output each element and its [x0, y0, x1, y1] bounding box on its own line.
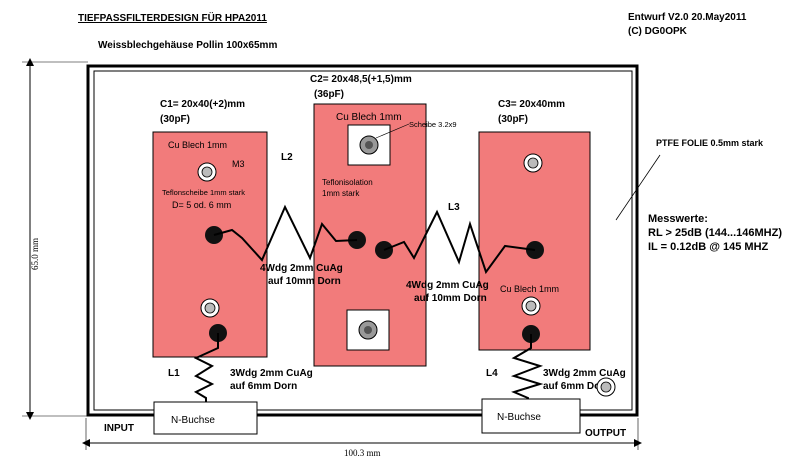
- c3-title: C3= 20x40mm: [498, 99, 565, 110]
- c2-title: C2= 20x48,5(+1,5)mm: [310, 74, 412, 85]
- output-label: OUTPUT: [585, 428, 626, 439]
- coil-l2-spec2: auf 10mm Dorn: [268, 276, 341, 287]
- coil-l2: [213, 204, 358, 262]
- input-label: INPUT: [104, 423, 134, 434]
- measurements-title: Messwerte:: [648, 213, 708, 225]
- c1-washer-note: Teflonscheibe 1mm stark: [162, 188, 245, 197]
- coil-l3-spec1: 4Wdg 2mm CuAg: [406, 280, 489, 291]
- output-connector: [481, 398, 581, 434]
- c1-washer-dimension: D= 5 od. 6 mm: [172, 200, 231, 210]
- coil-l4-spec2: auf 6mm Dorn: [543, 381, 610, 392]
- version-text: Entwurf V2.0 20.May2011: [628, 12, 747, 23]
- coil-l3: [383, 209, 536, 275]
- coil-l4: [510, 334, 544, 402]
- coil-l2-name: L2: [281, 152, 293, 163]
- c2-insulation-1: Teflonisolation: [322, 178, 373, 187]
- width-dimension-label: 100.3 mm: [344, 448, 381, 458]
- coil-l3-name: L3: [448, 202, 460, 213]
- c3-capacitance: (30pF): [498, 114, 528, 125]
- output-connector-label: N-Buchse: [497, 412, 541, 423]
- ptfe-note: PTFE FOLIE 0.5mm stark: [656, 138, 764, 148]
- coil-l1-name: L1: [168, 368, 180, 379]
- diagram-title: TIEFPASSFILTERDESIGN FÜR HPA2011: [78, 11, 267, 24]
- coil-l4-name: L4: [486, 368, 498, 379]
- input-connector: [153, 401, 258, 435]
- c2-insulation-2: 1mm stark: [322, 189, 360, 198]
- coil-l3-spec2: auf 10mm Dorn: [414, 293, 487, 304]
- coil-l1-spec1: 3Wdg 2mm CuAg: [230, 368, 313, 379]
- measurement-il: IL = 0.12dB @ 145 MHZ: [648, 241, 769, 253]
- c2-washer-label: Scheibe 3.2x9: [409, 120, 457, 129]
- coil-l1: [193, 333, 219, 402]
- height-dimension-label: 65.0 mm: [30, 238, 40, 270]
- c1-capacitance: (30pF): [160, 114, 190, 125]
- coil-l4-spec1: 3Wdg 2mm CuAg: [543, 368, 626, 379]
- housing-outer: [86, 64, 639, 417]
- c1-material: Cu Blech 1mm: [168, 140, 227, 150]
- measurement-rl: RL > 25dB (144...146MHZ): [648, 227, 782, 239]
- c1-title: C1= 20x40(+2)mm: [160, 99, 245, 110]
- c2-material: Cu Blech 1mm: [336, 112, 402, 123]
- input-connector-label: N-Buchse: [171, 415, 215, 426]
- ptfe-pointer: [615, 154, 661, 221]
- coil-l1-spec2: auf 6mm Dorn: [230, 381, 297, 392]
- housing-subtitle: Weissblechgehäuse Pollin 100x65mm: [98, 40, 277, 51]
- housing-inner: [93, 70, 633, 411]
- c2-capacitance: (36pF): [314, 89, 344, 100]
- coil-l2-spec1: 4Wdg 2mm CuAg: [260, 263, 343, 274]
- c3-material: Cu Blech 1mm: [500, 284, 559, 294]
- author-text: (C) DG0OPK: [628, 26, 688, 37]
- c1-screw-label: M3: [232, 159, 245, 169]
